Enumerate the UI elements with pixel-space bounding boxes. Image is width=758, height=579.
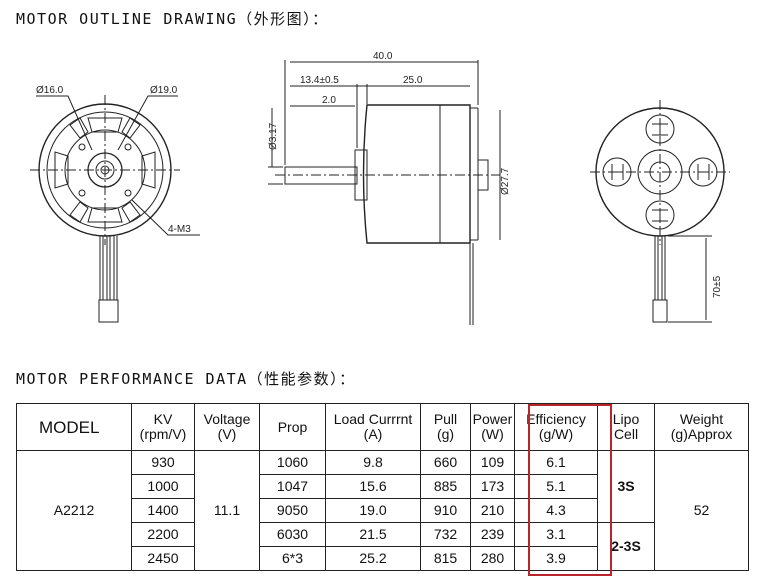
power-cell: 239 xyxy=(470,522,515,547)
header-pull: Pull(g) xyxy=(420,403,471,451)
header-model: MODEL xyxy=(16,403,132,451)
efficiency-cell: 4.3 xyxy=(514,498,598,523)
side-body-length: 25.0 xyxy=(403,75,423,86)
pull-cell: 815 xyxy=(420,546,471,571)
motor-outline-drawing: Ø16.0 Ø19.0 4-M3 40.0 13.4±0.5 25.0 2.0 … xyxy=(30,51,730,325)
header-weight: Weight(g)Approx xyxy=(654,403,749,451)
prop-cell: 1060 xyxy=(259,450,326,475)
kv-cell: 930 xyxy=(131,450,195,475)
side-view xyxy=(268,60,501,325)
kv-cell: 1400 xyxy=(131,498,195,523)
power-cell: 173 xyxy=(470,474,515,499)
performance-table: MODEL KV(rpm/V) Voltage(V) Prop Load Cur… xyxy=(16,403,749,571)
kv-cell: 2450 xyxy=(131,546,195,571)
current-cell: 15.6 xyxy=(325,474,421,499)
model-cell: A2212 xyxy=(16,450,132,571)
efficiency-cell: 6.1 xyxy=(514,450,598,475)
rear-lead-length: 70±5 xyxy=(712,275,723,298)
header-power: Power(W) xyxy=(470,403,515,451)
efficiency-cell: 3.1 xyxy=(514,522,598,547)
efficiency-cell: 3.9 xyxy=(514,546,598,571)
front-screw-label: 4-M3 xyxy=(168,224,191,235)
outline-drawing-heading: MOTOR OUTLINE DRAWING（外形图）： xyxy=(16,10,329,28)
prop-cell: 6*3 xyxy=(259,546,326,571)
power-cell: 280 xyxy=(470,546,515,571)
header-efficiency: Efficiency(g/W) xyxy=(514,403,598,451)
prop-cell: 9050 xyxy=(259,498,326,523)
prop-cell: 6030 xyxy=(259,522,326,547)
current-cell: 21.5 xyxy=(325,522,421,547)
lipo-cell-3s: 3S xyxy=(597,450,655,523)
pull-cell: 732 xyxy=(420,522,471,547)
rear-view xyxy=(590,100,730,323)
weight-cell: 52 xyxy=(654,450,749,571)
side-overall-length: 40.0 xyxy=(373,51,393,62)
pull-cell: 885 xyxy=(420,474,471,499)
pull-cell: 910 xyxy=(420,498,471,523)
front-dia-16-label: Ø16.0 xyxy=(36,85,64,96)
header-kv: KV(rpm/V) xyxy=(131,403,195,451)
power-cell: 210 xyxy=(470,498,515,523)
table-row: 1400 9050 19.0 910 210 4.3 xyxy=(17,498,749,523)
table-header-row: MODEL KV(rpm/V) Voltage(V) Prop Load Cur… xyxy=(16,403,749,451)
table-row: A2212 930 11.1 1060 9.8 660 109 6.1 3S 5… xyxy=(16,450,749,571)
pull-cell: 660 xyxy=(420,450,471,475)
kv-cell: 1000 xyxy=(131,474,195,499)
current-cell: 9.8 xyxy=(325,450,421,475)
front-view xyxy=(30,95,200,323)
side-shaft-diameter: Ø3.17 xyxy=(268,122,279,150)
header-prop: Prop xyxy=(259,403,326,451)
side-step-length: 2.0 xyxy=(322,95,336,106)
header-load-current: Load Currrnt(A) xyxy=(325,403,421,451)
lipo-cell-2-3s: 2-3S xyxy=(597,522,655,571)
side-body-diameter: Ø27.7 xyxy=(500,167,511,195)
kv-cell: 2200 xyxy=(131,522,195,547)
prop-cell: 1047 xyxy=(259,474,326,499)
table-row: 1000 1047 15.6 885 173 5.1 xyxy=(17,474,749,499)
current-cell: 19.0 xyxy=(325,498,421,523)
front-dia-19-label: Ø19.0 xyxy=(150,85,178,96)
power-cell: 109 xyxy=(470,450,515,475)
table-row: 2450 6*3 25.2 815 280 3.9 xyxy=(17,546,749,571)
side-shaft-length: 13.4±0.5 xyxy=(300,75,339,86)
voltage-cell: 11.1 xyxy=(194,450,260,571)
efficiency-cell: 5.1 xyxy=(514,474,598,499)
performance-data-heading: MOTOR PERFORMANCE DATA（性能参数）： xyxy=(16,370,356,388)
current-cell: 25.2 xyxy=(325,546,421,571)
header-voltage: Voltage(V) xyxy=(194,403,260,451)
